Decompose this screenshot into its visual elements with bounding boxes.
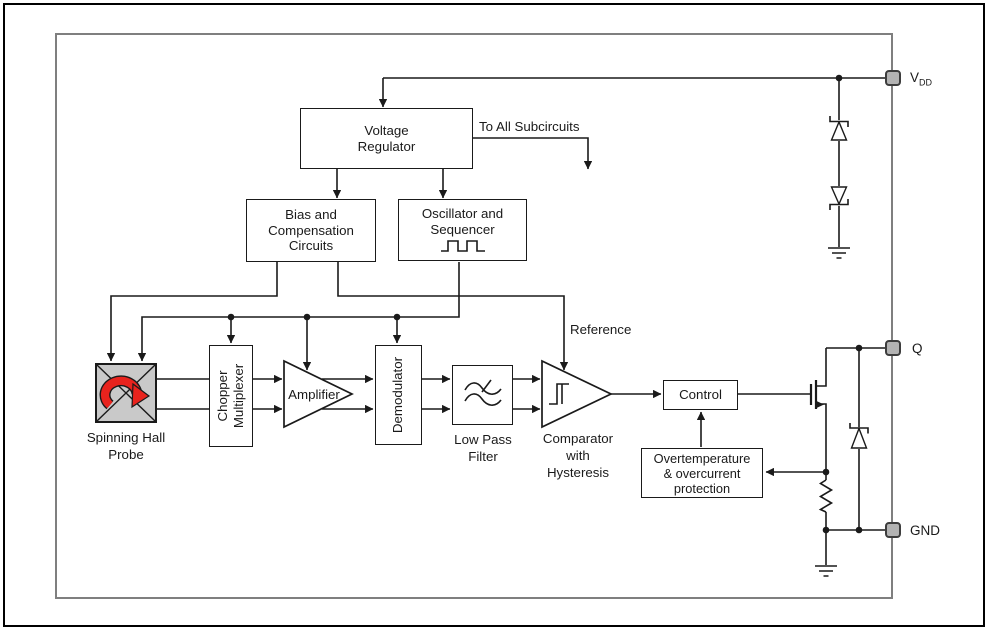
clock-bus-wire [137,262,460,362]
control-label: Control [679,387,722,403]
gnd-pad [885,522,901,538]
junction-dot [822,526,830,534]
ground-icon [828,247,850,259]
chip-boundary [55,33,893,599]
block-spinning-hall-probe [95,363,157,423]
block-control: Control [663,380,738,410]
spin-arrow-icon [99,375,151,410]
hall-plate-icon [97,365,155,421]
junction-dot [227,313,235,321]
zener-diode-icon [829,116,849,141]
oscillator-label: Sequencer [430,221,495,237]
amplifier-triangle [283,359,354,429]
block-chopper-multiplexer [209,345,253,447]
protection-label: & overcurrent [663,465,741,481]
bias-label: Bias and [285,207,337,223]
comparator-triangle [541,359,613,429]
junction-dot [855,344,863,352]
protection-label: protection [673,480,731,496]
junction-dot [835,74,843,82]
bias-label: Circuits [288,238,334,254]
block-oscillator-sequencer: Oscillator and Sequencer [398,199,527,261]
reference-wire [337,262,569,371]
low-pass-filter-label: Low Pass Filter [454,432,512,464]
q-pad [885,340,901,356]
comparator-label: Comparator with Hysteresis [542,431,614,480]
vdd-pin-label: VDD [910,70,933,88]
bias-label: Compensation [268,222,354,238]
block-voltage-regulator: Voltage Regulator [300,108,473,169]
demodulator-label: Demodulator [390,356,405,434]
block-low-pass-filter [452,365,513,425]
voltage-regulator-label: Regulator [357,138,416,154]
page-border [3,3,985,627]
block-protection: Overtemperature & overcurrent protection [641,448,763,498]
zener-diode-icon [829,186,849,210]
junction-dot [303,313,311,321]
oscillator-label: Oscillator and [421,205,504,221]
junction-dot [393,313,401,321]
vdd-pad [885,70,901,86]
low-pass-filter-icon [463,379,502,406]
square-wave-icon [440,240,485,252]
amplifier-label: Amplifier [288,387,340,402]
ground-icon [815,565,837,577]
junction-dot [855,526,863,534]
block-bias-compensation: Bias and Compensation Circuits [246,199,376,262]
voltage-regulator-label: Voltage [364,122,409,138]
q-pin-label: Q [912,341,923,356]
block-demodulator [375,345,422,445]
chopper-multiplexer-label: Chopper Multiplexer [215,363,246,429]
bias-to-hall-wire [106,262,278,362]
to-all-subcircuits-wire [473,137,593,170]
reference-label: Reference [570,322,632,337]
junction-dot [822,468,830,476]
zener-diode-icon [849,423,869,449]
hysteresis-icon [549,383,569,405]
protection-label: Overtemperature [653,450,751,466]
mosfet-icon [809,348,827,472]
resistor-icon [818,479,834,513]
gnd-pin-label: GND [910,523,940,538]
spinning-hall-probe-label: Spinning Hall Probe [86,430,166,462]
to-all-subcircuits-label: To All Subcircuits [479,119,580,134]
